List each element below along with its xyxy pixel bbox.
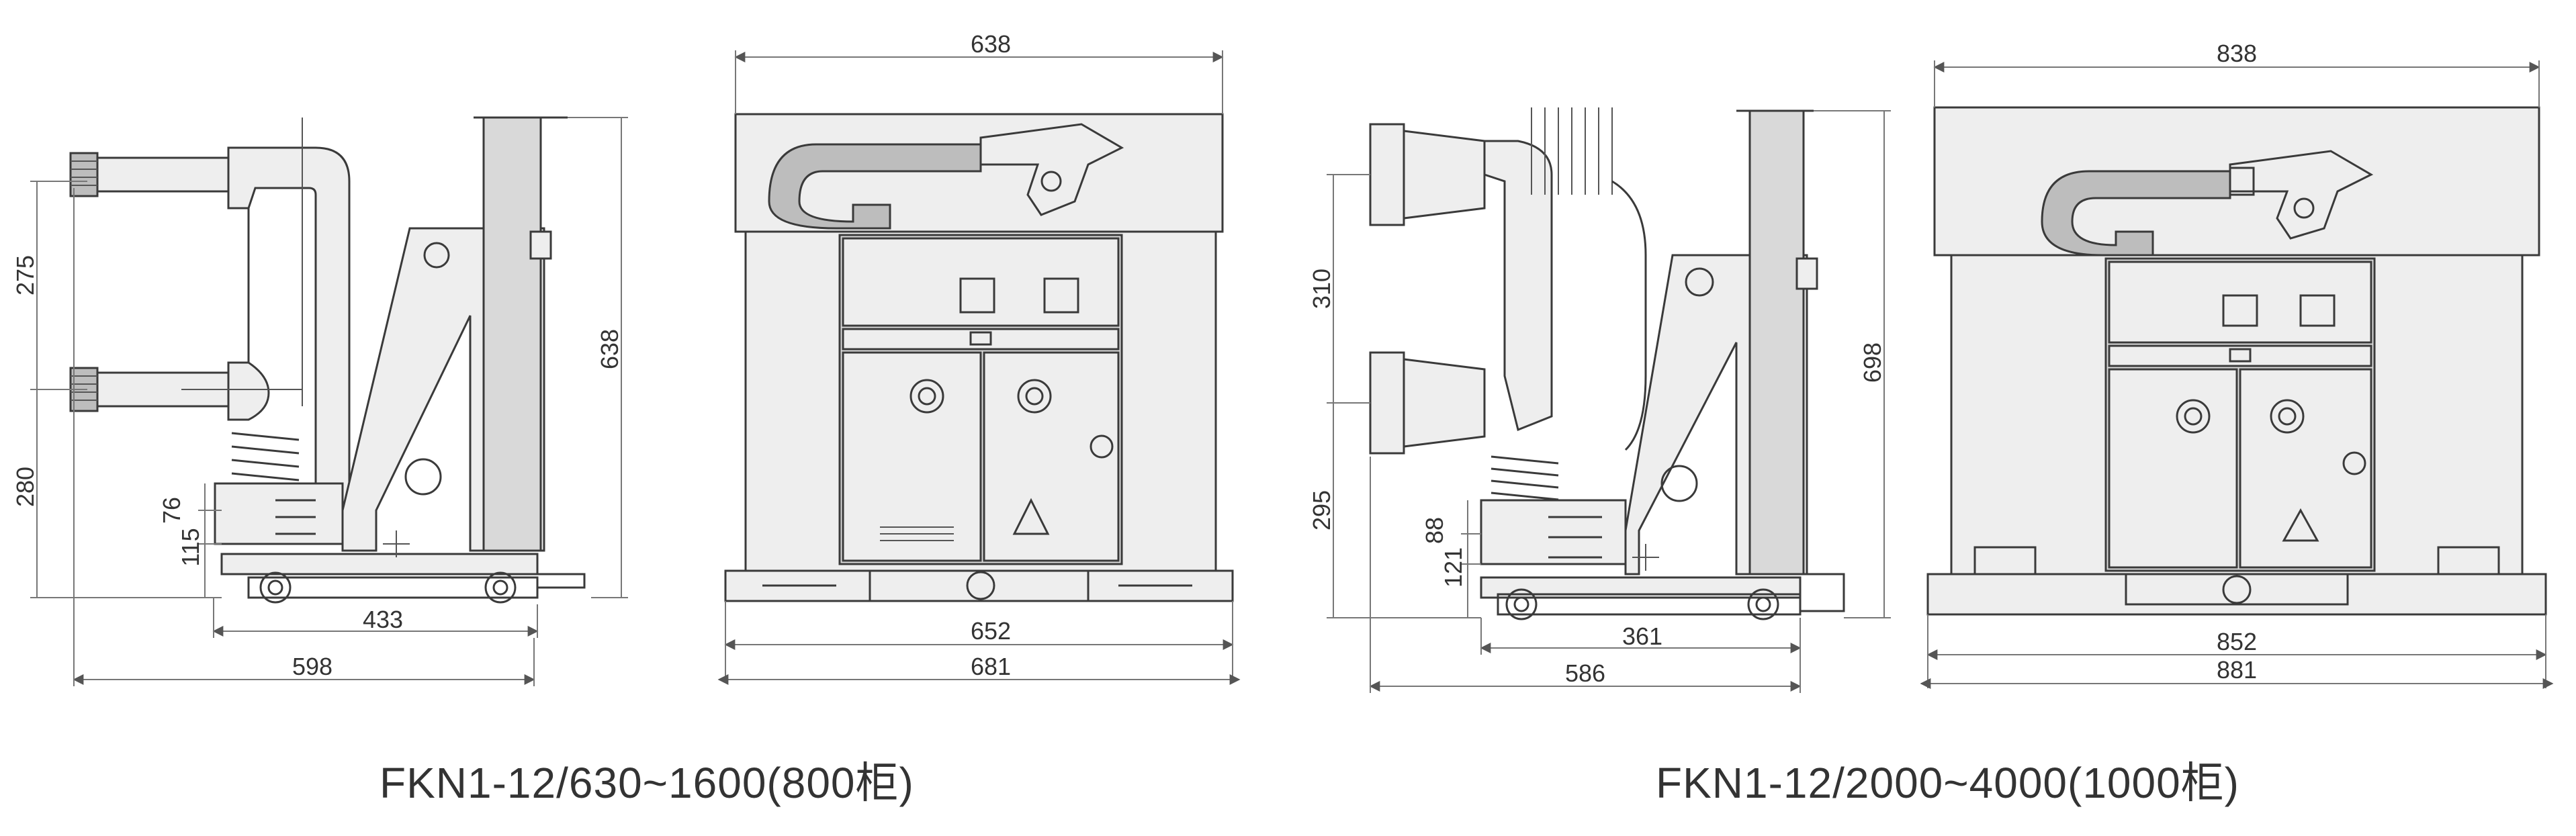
right-front-dimensions <box>1920 60 2554 689</box>
right-front-view <box>1926 106 2547 616</box>
left-front-view <box>724 113 1234 602</box>
dim-881: 881 <box>2217 656 2257 684</box>
dim-295: 295 <box>1308 490 1335 530</box>
dim-left-height-638: 638 <box>596 329 623 369</box>
dim-88: 88 <box>1421 517 1448 544</box>
caption-left-model: FKN1-12/630~1600(800柜) <box>380 759 914 807</box>
dim-598: 598 <box>292 653 332 680</box>
dim-280: 280 <box>11 467 39 507</box>
dim-652: 652 <box>971 617 1011 645</box>
left-front-dimensions <box>717 50 1241 685</box>
dim-433: 433 <box>363 606 403 633</box>
dim-front-638: 638 <box>971 30 1011 58</box>
caption-right-model: FKN1-12/2000~4000(1000柜) <box>1656 759 2239 807</box>
dim-361: 361 <box>1622 622 1662 650</box>
dim-76: 76 <box>158 497 185 524</box>
dim-115: 115 <box>177 528 204 566</box>
dim-838: 838 <box>2217 40 2257 67</box>
dim-310: 310 <box>1308 269 1335 309</box>
left-side-dimensions <box>30 117 628 686</box>
right-side-dimensions <box>1327 110 1891 693</box>
dim-121: 121 <box>1439 547 1467 588</box>
dim-681: 681 <box>971 653 1011 680</box>
dim-586: 586 <box>1565 659 1605 687</box>
dim-852: 852 <box>2217 628 2257 655</box>
dim-right-height-698: 698 <box>1859 342 1886 383</box>
right-side-view <box>1369 107 1845 620</box>
dim-275: 275 <box>11 255 39 295</box>
left-side-view <box>69 116 586 604</box>
